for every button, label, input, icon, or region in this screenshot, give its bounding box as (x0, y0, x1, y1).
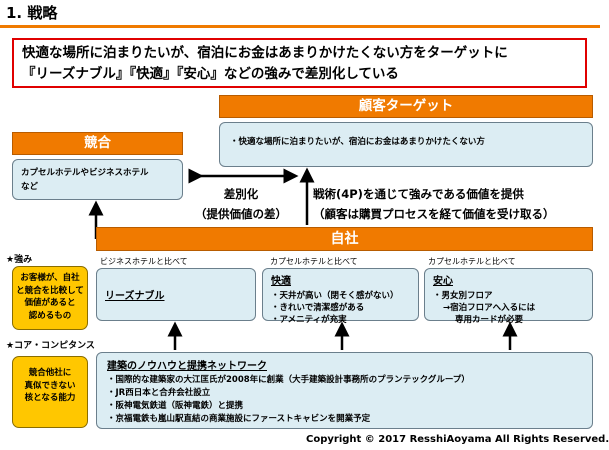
strength-reasonable-box: リーズナブル (96, 268, 256, 321)
strengths-desc-line: 認めるもの (28, 310, 72, 321)
strength-item: ・アメニティが充実 (271, 315, 347, 325)
compare-label-capsule-hotel: カプセルホテルと比べて (270, 257, 358, 266)
strategy-statement-box: 快適な場所に泊まりたいが、宿泊にお金はあまりかけたくない方をターゲットに 『リー… (12, 38, 587, 88)
target-box: ・快適な場所に泊まりたいが、宿泊にお金はあまりかけたくない方 (219, 122, 593, 167)
core-desc-line: 核となる能力 (24, 393, 76, 403)
strength-item: ・きれいで清潔感がある (271, 303, 365, 313)
core-item: ・JR西日本と合弁会社設立 (107, 388, 211, 398)
core-desc-line: 真似できない (24, 380, 76, 391)
strengths-description: お客様が、自社 と競合を比較して 価値があると 認めるもの (12, 266, 88, 330)
core-competence-title: 建築のノウハウと提携ネットワーク (107, 361, 267, 372)
strength-item: ・男女別フロア (433, 291, 493, 301)
title-underline (0, 25, 600, 28)
strength-item: 専用カードが必要 (455, 315, 524, 325)
tactics-line-2: （顧客は購買プロセスを経て価値を受け取る） (313, 207, 555, 221)
differentiation-line-2: （提供価値の差） (195, 207, 287, 221)
core-item: ・国際的な建築家の大江匡氏が2008年に創業（大手建築設計事務所のプランテックグ… (107, 375, 470, 385)
core-item: ・京福電鉄も嵐山駅直結の商業施設にファーストキャビンを開業予定 (107, 414, 371, 424)
compare-label-business-hotel: ビジネスホテルと比べて (100, 257, 188, 266)
self-header: 自社 (96, 227, 593, 251)
core-competence-description: 競合他社に 真似できない 核となる能力 (12, 356, 88, 428)
target-text: ・快適な場所に泊まりたいが、宿泊にお金はあまりかけたくない方 (230, 137, 485, 147)
differentiation-line-1: 差別化 (223, 187, 259, 201)
competitor-line-2: など (21, 182, 39, 192)
tactics-label: 戦術(4P)を通じて強みである価値を提供 （顧客は購買プロセスを経て価値を受け取… (313, 184, 598, 224)
tactics-line-1: 戦術(4P)を通じて強みである価値を提供 (313, 187, 524, 201)
strength-safety-box: 安心 ・男女別フロア →宿泊フロアへ入るには 専用カードが必要 (424, 268, 593, 325)
core-desc-line: 競合他社に (28, 368, 72, 378)
core-competence-label: ★コア・コンピタンス (6, 341, 95, 351)
strategy-line-2: 『リーズナブル』『快適』『安心』などの強みで差別化している (22, 66, 399, 82)
compare-label-capsule-hotel: カプセルホテルと比べて (428, 257, 516, 266)
strength-title: リーズナブル (105, 291, 165, 302)
competitor-box: カプセルホテルやビジネスホテル など (12, 159, 183, 200)
strengths-desc-line: 価値があると (24, 298, 76, 308)
strength-item: →宿泊フロアへ入るには (443, 303, 536, 313)
strategy-line-1: 快適な場所に泊まりたいが、宿泊にお金はあまりかけたくない方をターゲットに (22, 45, 508, 61)
copyright-text: Copyright © 2017 ResshiAoyama All Rights… (306, 434, 609, 445)
strengths-desc-line: お客様が、自社 (20, 273, 80, 283)
strengths-desc-line: と競合を比較して (16, 285, 84, 296)
core-item: ・阪神電気鉄道（阪神電鉄）と提携 (107, 401, 244, 411)
strength-title: 安心 (433, 276, 453, 287)
target-header: 顧客ターゲット (219, 95, 593, 118)
strength-comfort-box: 快適 ・天井が高い（閉そく感がない） ・きれいで清潔感がある ・アメニティが充実 (262, 268, 419, 325)
strength-item: ・天井が高い（閉そく感がない） (271, 291, 399, 301)
strength-title: 快適 (271, 276, 291, 287)
core-competence-box: 建築のノウハウと提携ネットワーク ・国際的な建築家の大江匡氏が2008年に創業（… (96, 352, 593, 429)
strengths-label: ★強み (6, 255, 33, 265)
competitor-header: 競合 (12, 132, 183, 155)
page-title: 1. 戦略 (6, 4, 58, 22)
competitor-line-1: カプセルホテルやビジネスホテル (21, 168, 149, 178)
differentiation-label: 差別化 （提供価値の差） (186, 184, 296, 224)
